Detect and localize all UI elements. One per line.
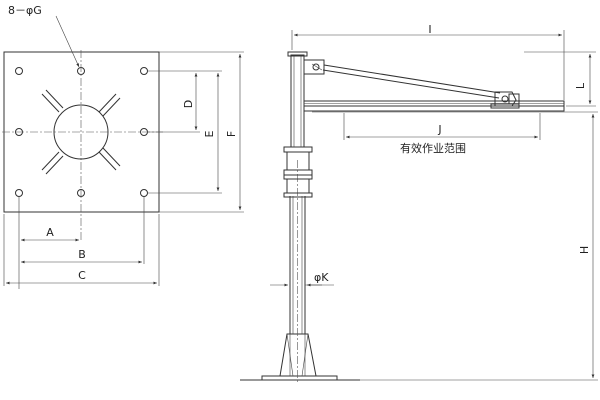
mounting-hole: [140, 67, 148, 75]
dim-k-label: φK: [314, 271, 329, 284]
dim-c-label: C: [78, 269, 86, 282]
base-gusset: [279, 333, 317, 377]
gusset-ribs: [41, 89, 121, 175]
pipe-center-hole: [53, 104, 109, 160]
dim-j-label: J: [437, 123, 441, 136]
mounting-hole: [140, 189, 148, 197]
main-column: [289, 160, 306, 384]
jib-boom: [303, 100, 565, 112]
effective-range-label: 有效作业范围: [400, 141, 466, 155]
dim-b-label: B: [78, 248, 86, 261]
dim-f-label: F: [225, 131, 238, 137]
floor-base-plate: [261, 375, 338, 381]
dim-a-label: A: [46, 226, 54, 239]
tie-rod-top-bracket: [303, 59, 325, 75]
dim-h-label: H: [578, 246, 591, 254]
hole-callout-leader: [55, 15, 80, 68]
slewing-collar: [283, 146, 313, 198]
mounting-hole: [15, 67, 23, 75]
tie-rod: [322, 64, 501, 99]
mounting-hole: [15, 189, 23, 197]
jib-crane-side-view: I L J 有效作业范围 H φK: [240, 23, 598, 384]
dim-d-label: D: [182, 100, 195, 108]
hole-callout-label: 8－φG: [8, 4, 42, 17]
upper-mast: [290, 54, 305, 148]
base-plate-view: 8－φG D E F A B C: [2, 4, 244, 289]
dim-i-label: I: [428, 23, 431, 36]
dim-e-label: E: [203, 130, 216, 137]
mast-top-cap: [287, 51, 308, 57]
dim-l-label: L: [574, 82, 587, 89]
